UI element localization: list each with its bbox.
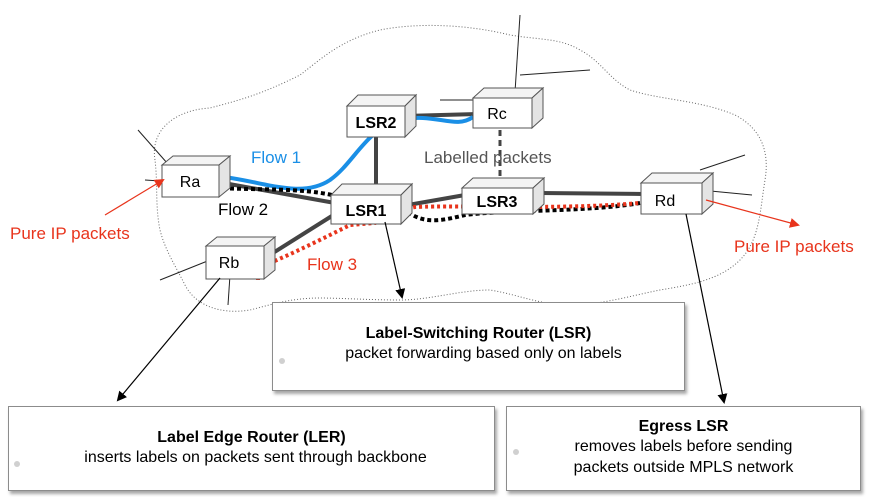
router-lsr1: LSR1	[329, 182, 414, 226]
callout-arrow-ler	[116, 277, 221, 402]
router-lsr3: LSR3	[460, 176, 546, 216]
callout-arrow-egress	[685, 213, 728, 404]
egress-info-bullet	[513, 449, 519, 455]
router-rb-label: Rb	[219, 255, 240, 272]
pure-ip-right-label: Pure IP packets	[734, 237, 854, 256]
flow1-path	[215, 115, 475, 191]
ler-info-bullet	[14, 461, 20, 467]
flow3-label: Flow 3	[307, 255, 357, 274]
pure-ip-left-label: Pure IP packets	[10, 224, 130, 243]
lsr-info-title: Label-Switching Router (LSR)	[365, 325, 592, 342]
lsr-info-bullet	[279, 358, 285, 364]
flow1-label: Flow 1	[251, 148, 301, 167]
pure-ip-out-arrow	[705, 199, 800, 228]
mpls-cloud	[153, 24, 767, 312]
pure-ip-in-arrow	[104, 178, 165, 216]
egress-info-box: Egress LSR removes labels before sending…	[506, 406, 861, 491]
router-rb: Rb	[204, 235, 277, 281]
labelled-packets-label: Labelled packets	[424, 148, 552, 167]
router-rd-label: Rd	[655, 193, 675, 210]
router-lsr1-label: LSR1	[346, 203, 387, 220]
router-ra: Ra	[160, 154, 232, 199]
lsr-info-desc: packet forwarding based only on labels	[345, 345, 622, 362]
router-rc: Rc	[471, 86, 545, 130]
egress-info-desc2: packets outside MPLS network	[573, 459, 794, 476]
router-lsr3-label: LSR3	[477, 194, 518, 211]
router-ra-label: Ra	[180, 174, 201, 191]
lsr-info-box: Label-Switching Router (LSR) packet forw…	[272, 302, 685, 391]
router-lsr2: LSR2	[345, 93, 418, 139]
ler-info-desc: inserts labels on packets sent through b…	[84, 449, 427, 466]
egress-info-title: Egress LSR	[638, 418, 729, 435]
ler-info-box: Label Edge Router (LER) inserts labels o…	[8, 406, 495, 491]
egress-info-desc1: removes labels before sending	[574, 438, 793, 455]
router-rc-label: Rc	[487, 106, 507, 123]
router-rd: Rd	[639, 171, 715, 216]
router-lsr2-label: LSR2	[356, 115, 397, 132]
ler-info-title: Label Edge Router (LER)	[157, 429, 346, 446]
flow2-label: Flow 2	[218, 200, 268, 219]
callout-arrow-lsr	[384, 221, 406, 299]
